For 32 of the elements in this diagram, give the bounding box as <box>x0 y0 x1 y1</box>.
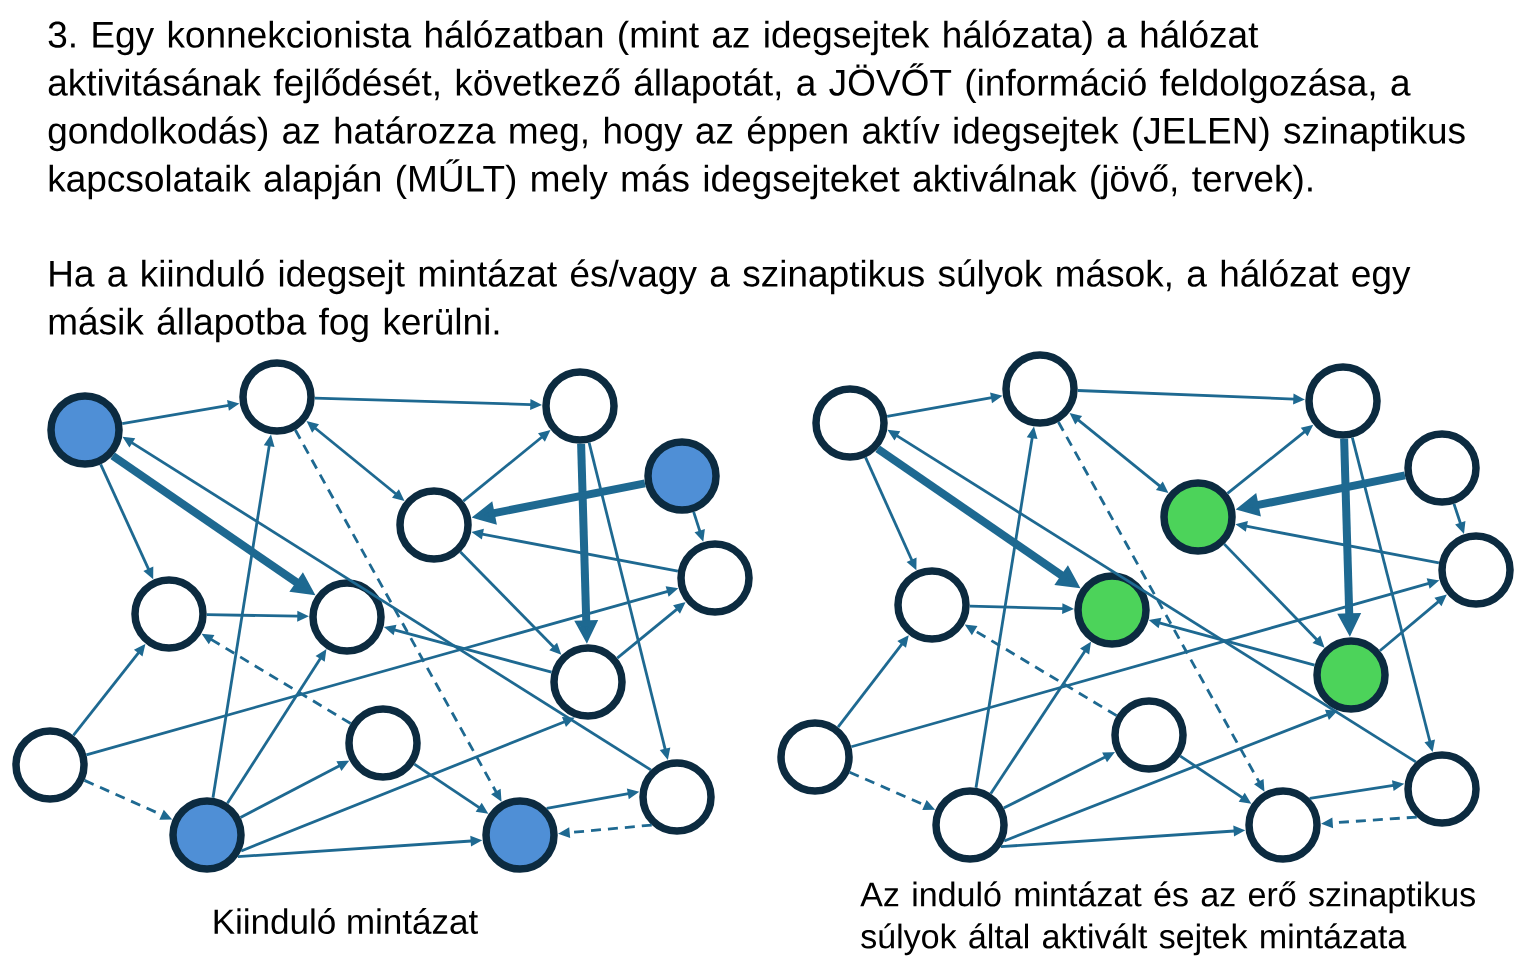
neuron-circle <box>169 797 245 873</box>
neuron-circle <box>482 797 558 873</box>
neuron-circle <box>894 567 970 643</box>
neuron-circle <box>345 705 421 781</box>
neuron-circle <box>239 359 315 435</box>
neuron-circle <box>639 759 715 835</box>
neuron-circle <box>1111 697 1187 773</box>
neuron-circle <box>1002 351 1078 427</box>
neuron-circle <box>550 644 626 720</box>
neuron-circle <box>1438 532 1514 608</box>
neuron-circle <box>1160 479 1236 555</box>
neuron-circle <box>644 438 720 514</box>
neuron-circle <box>677 540 753 616</box>
paragraph: Ha a kiinduló idegsejt mintázat és/vagy a szinaptikus súlyok mások, a hálózat egy másik állapotba fog kerülni. <box>49 259 1411 343</box>
caption: Kiinduló mintázat <box>214 907 478 935</box>
neuron-circle <box>777 719 853 795</box>
neuron-circle <box>1305 363 1381 439</box>
neuron-circle <box>812 385 888 461</box>
neuron-circle <box>1074 572 1150 648</box>
neuron-circle <box>47 392 123 468</box>
paragraph: 3. Egy konnekcionista hálózatban (mint az idegsejtek hálózata) a hálózat aktivitásának fejlődését, következő állapotát, a JÖVŐT (információ feldolgozása, a gondolkodás) az határozza meg, hogy az éppen aktív idegsejtek (JELEN) szinaptikus kapcsolataik alapján (MŰLT) mely más idegsejteket aktiválnak (jövő, tervek). <box>48 20 1465 200</box>
neuron-circle <box>131 576 207 652</box>
neuron-circle <box>1404 751 1480 827</box>
neuron-circle <box>309 579 385 655</box>
neuron-circle <box>1245 787 1321 863</box>
neuron-circle <box>1313 637 1389 713</box>
neuron-circle <box>1404 430 1480 506</box>
neuron-circle <box>396 487 472 563</box>
caption: Az induló mintázat és az erő szinaptikus súlyok által aktivált sejtek mintázata <box>860 881 1475 956</box>
neuron-circle <box>542 368 618 444</box>
neuron-circle <box>12 727 88 803</box>
neuron-circle <box>932 787 1008 863</box>
